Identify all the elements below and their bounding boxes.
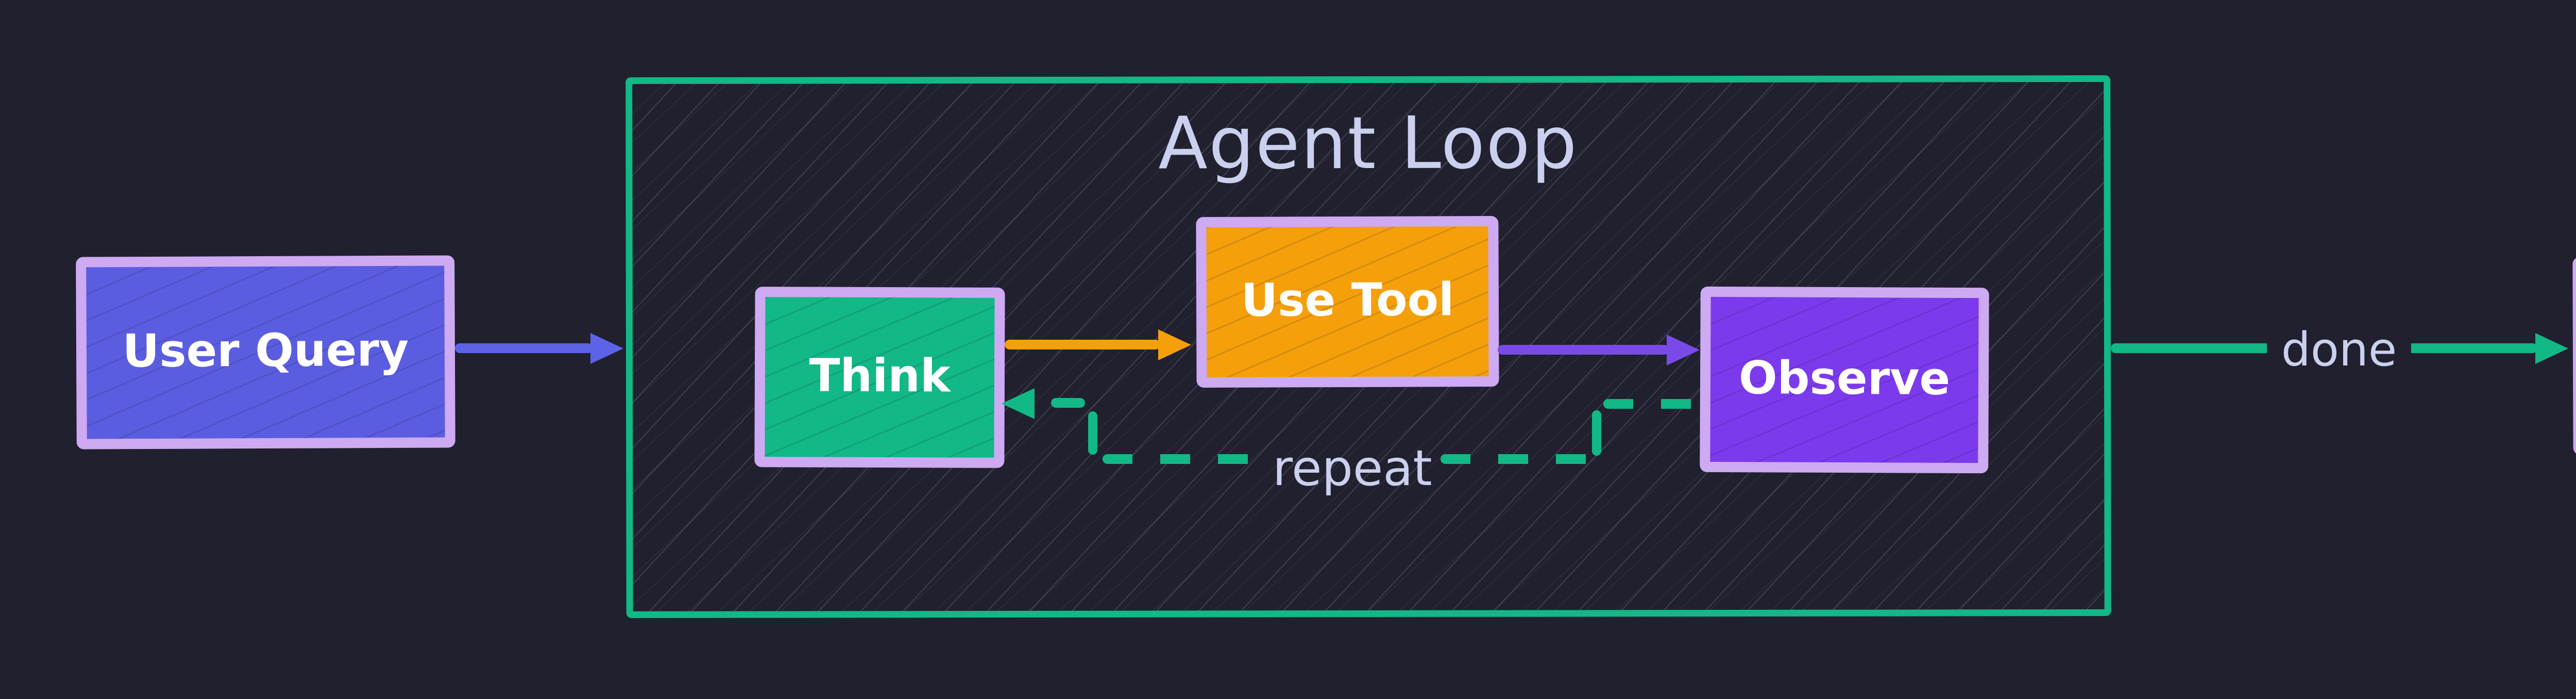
node-think[interactable]: Think: [754, 287, 1005, 468]
arrow-line: [1005, 340, 1160, 350]
agent-loop-title: Agent Loop: [1158, 101, 1578, 186]
dashed-segment: [1103, 454, 1264, 464]
repeat-label: repeat: [1273, 440, 1432, 497]
node-use-tool-label: Use Tool: [1241, 273, 1454, 327]
arrowhead-right-icon: [590, 333, 623, 364]
arrowhead-left-icon: [1002, 388, 1035, 419]
node-user-query-label: User Query: [122, 323, 409, 378]
node-user-query[interactable]: User Query: [76, 255, 455, 450]
arrowhead-right-icon: [2535, 333, 2568, 364]
arrow-line: [455, 343, 593, 353]
arrowhead-right-icon: [1667, 335, 1700, 365]
done-label: done: [2267, 324, 2411, 380]
arrowhead-right-icon: [1158, 329, 1191, 360]
dashed-segment: [1440, 454, 1594, 464]
node-observe-label: Observe: [1738, 351, 1951, 405]
dashed-corner-segment: [1088, 411, 1097, 455]
arrow-line: [1498, 345, 1669, 355]
node-use-tool[interactable]: Use Tool: [1196, 215, 1499, 388]
node-observe[interactable]: Observe: [1700, 286, 1989, 474]
dashed-segment: [1051, 398, 1085, 408]
dashed-segment: [1603, 399, 1702, 409]
dashed-corner-segment: [1592, 410, 1601, 456]
node-final-response[interactable]: Final Response: [2572, 255, 2576, 455]
node-think-label: Think: [809, 348, 951, 402]
